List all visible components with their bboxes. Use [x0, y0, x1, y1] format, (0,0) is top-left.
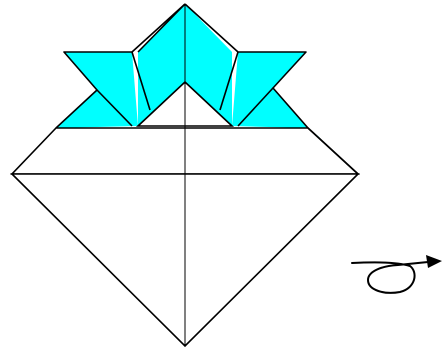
- turn-over-arrow-icon: [352, 255, 442, 293]
- turn-over-arrowhead: [426, 255, 442, 268]
- turn-over-loop: [352, 262, 428, 293]
